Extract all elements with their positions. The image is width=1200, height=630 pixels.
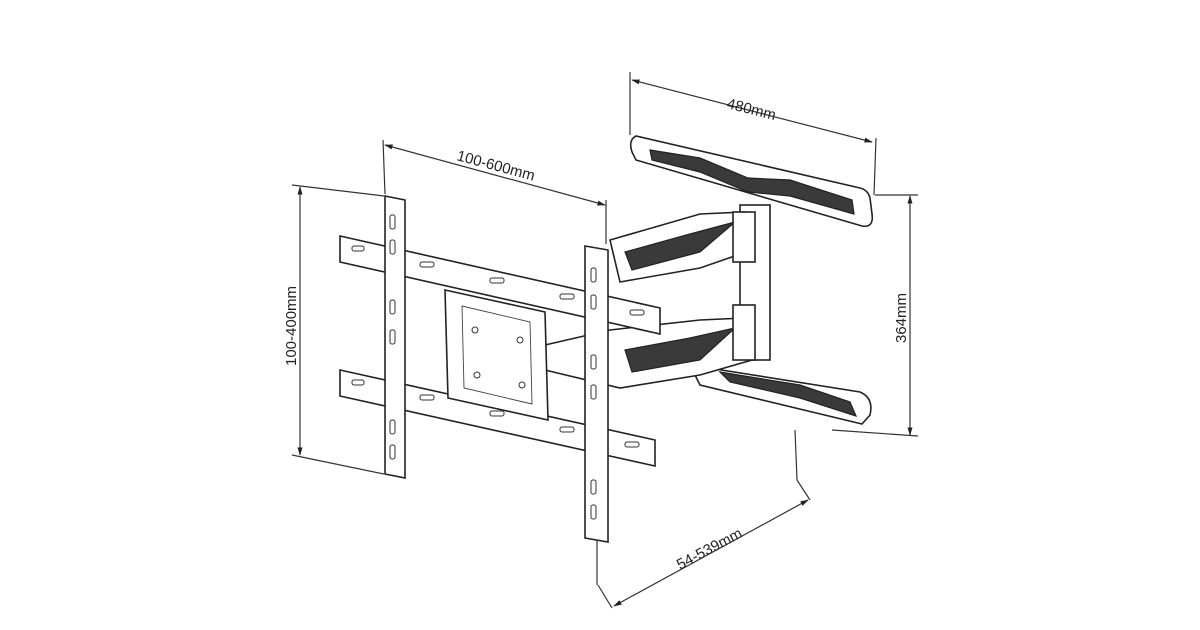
dimension-label-100-600: 100-600mm xyxy=(455,147,537,184)
dimension-label-100-400: 100-400mm xyxy=(283,286,300,366)
lower-pivot xyxy=(732,304,756,361)
dimension-label-54-539: 54-539mm xyxy=(674,525,745,574)
horizontal-rail-top xyxy=(339,235,661,335)
center-plate xyxy=(444,288,549,422)
dimension-364: 364mm xyxy=(831,194,919,437)
upper-pivot xyxy=(732,211,756,263)
dimension-label-480: 480mm xyxy=(725,95,778,124)
vertical-rail-right xyxy=(584,245,609,543)
vertical-rail-left xyxy=(384,195,406,479)
dimension-label-364: 364mm xyxy=(893,293,910,343)
upper-arm xyxy=(609,211,756,283)
dimension-100-400: 100-400mm xyxy=(283,184,385,475)
lower-wall-arm xyxy=(688,363,872,425)
horizontal-rail-bottom xyxy=(339,369,656,467)
dimension-100-600: 100-600mm xyxy=(382,139,607,244)
